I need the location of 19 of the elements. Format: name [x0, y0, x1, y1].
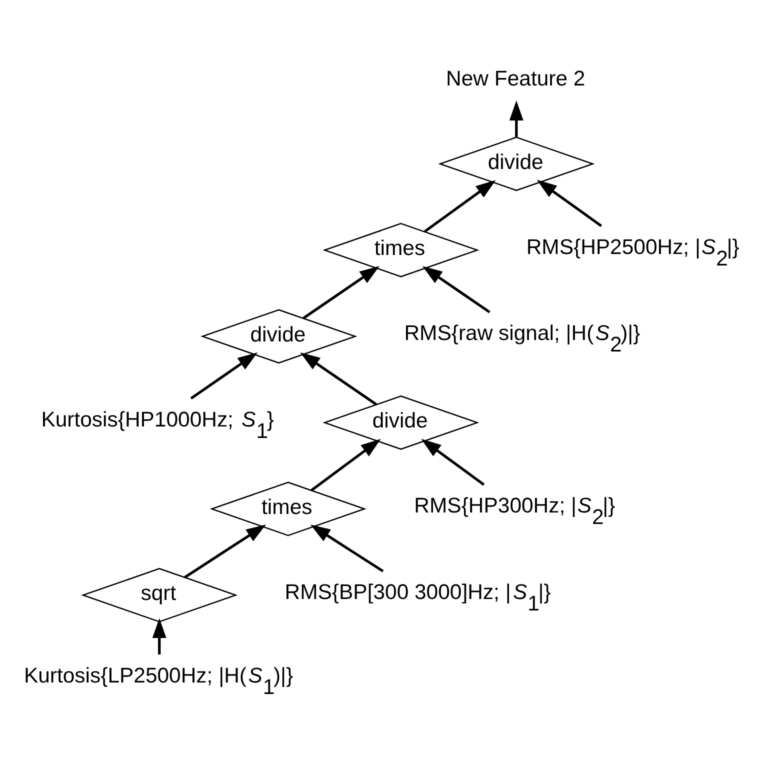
arrow: [421, 438, 485, 486]
node-diamond: sqrt: [81, 568, 238, 622]
arrow: [190, 352, 258, 400]
node-diamond: divide: [200, 309, 358, 364]
arrow: [152, 618, 166, 654]
arrow: [310, 438, 381, 492]
node-diamond: times: [210, 482, 366, 536]
arrow: [184, 524, 266, 578]
arrow: [536, 180, 602, 227]
node-diamond: times: [322, 222, 480, 278]
arrow: [422, 266, 490, 314]
arrow: [424, 180, 496, 233]
arrow: [300, 352, 377, 406]
arrow: [302, 266, 380, 320]
arrow: [509, 100, 524, 137]
arrow: [310, 524, 384, 572]
node-text: New Feature 2: [446, 67, 586, 90]
node-diamond: divide: [322, 395, 480, 450]
node-diamond: divide: [438, 136, 595, 192]
